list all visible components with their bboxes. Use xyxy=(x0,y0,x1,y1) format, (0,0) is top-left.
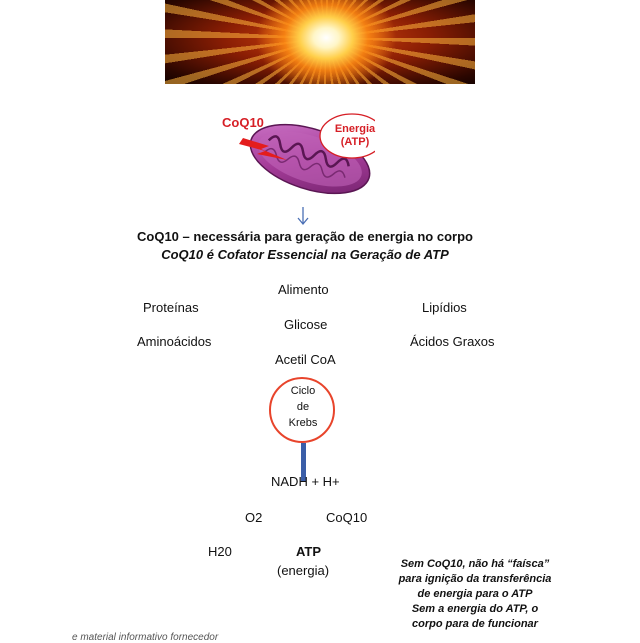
node-glicose: Glicose xyxy=(284,317,328,332)
energy-label-line: Energia xyxy=(334,123,376,135)
krebs-line: de xyxy=(296,401,310,413)
note-line: corpo para de funcionar xyxy=(412,618,538,630)
note-line: Sem CoQ10, não há “faísca” xyxy=(400,558,550,570)
connector-bar xyxy=(301,443,306,481)
footer-text: e material informativo fornecedor xyxy=(72,632,219,643)
side-note: Sem CoQ10, não há “faísca” para ignição … xyxy=(385,557,565,632)
krebs-cycle-circle xyxy=(269,377,335,443)
note-line: de energia para o ATP xyxy=(417,588,533,600)
note-line: para ignição da transferência xyxy=(398,573,552,585)
headline-sub: CoQ10 é Cofator Essencial na Geração de … xyxy=(161,247,449,262)
node-acetil-coa: Acetil CoA xyxy=(275,352,336,367)
node-lipidios: Lipídios xyxy=(422,300,467,315)
lightning-bolt-icon xyxy=(239,138,287,160)
node-atp: ATP xyxy=(296,544,322,559)
down-arrow-icon xyxy=(297,207,309,226)
mitochondrion-coq10-label: CoQ10 xyxy=(222,115,264,130)
krebs-line: Krebs xyxy=(288,417,318,429)
energy-atp-label: Energia (ATP) xyxy=(328,123,382,149)
node-atp-energia: (energia) xyxy=(277,563,330,578)
node-h2o: H20 xyxy=(208,544,232,559)
atp-label-line: (ATP) xyxy=(340,136,370,148)
node-alimento: Alimento xyxy=(278,282,329,297)
energy-bubble xyxy=(319,113,375,159)
krebs-line: Ciclo xyxy=(290,385,316,397)
node-proteinas: Proteínas xyxy=(143,300,199,315)
krebs-cycle-label: Ciclo de Krebs xyxy=(270,383,336,431)
node-nadh: NADH + H+ xyxy=(271,474,340,489)
headline-main: CoQ10 – necessária para geração de energ… xyxy=(137,229,473,244)
mitochondrion-illustration xyxy=(239,113,375,195)
node-coq10: CoQ10 xyxy=(326,510,368,525)
node-o2: O2 xyxy=(245,510,263,525)
sun-burst-image xyxy=(165,0,475,84)
node-acidos-graxos: Ácidos Graxos xyxy=(410,334,495,349)
note-line: Sem a energia do ATP, o xyxy=(411,603,539,615)
node-aminoacidos: Aminoácidos xyxy=(137,334,212,349)
